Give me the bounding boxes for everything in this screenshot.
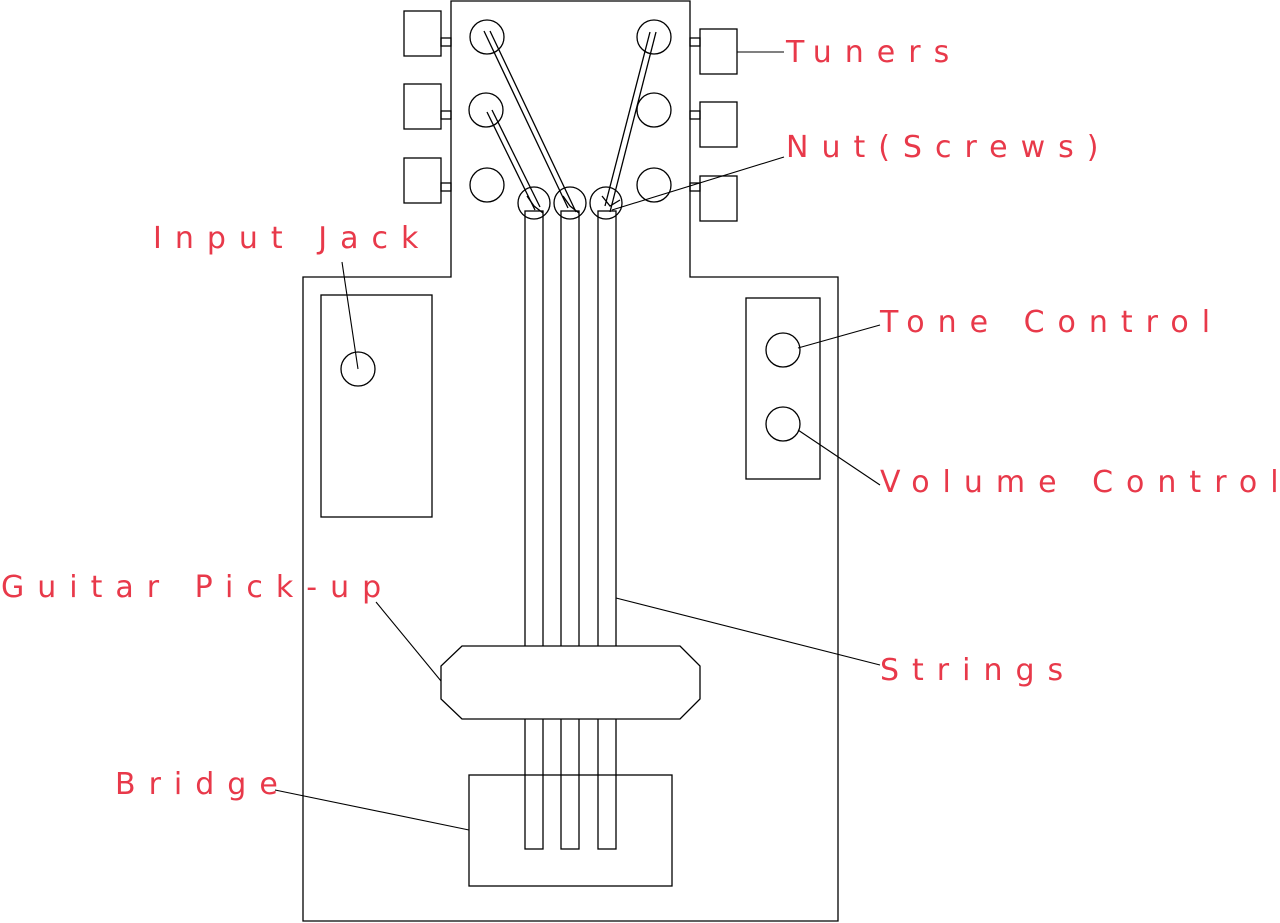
tuner-stem: [689, 110, 701, 120]
nut-screw-notch: [601, 195, 621, 207]
tuner-peg: [636, 167, 672, 203]
leader-tone: [797, 324, 881, 349]
label-volume-control: Volume Control: [880, 465, 1280, 500]
string: [524, 210, 544, 850]
string-to-peg: [491, 109, 541, 208]
tuner-key: [403, 10, 442, 57]
tuner-stem: [440, 182, 452, 192]
leader-pickup: [375, 601, 442, 682]
strings: [524, 210, 617, 850]
string-to-peg: [483, 30, 569, 209]
label-nut: Nut(Screws): [786, 130, 1111, 165]
tuner-key: [699, 101, 738, 148]
tuner-peg: [636, 19, 672, 55]
nut-screw: [589, 186, 623, 220]
label-strings: Strings: [880, 653, 1076, 688]
tuner-peg: [468, 92, 504, 128]
leader-strings: [615, 597, 881, 666]
string-to-peg: [489, 30, 577, 213]
label-tuners: Tuners: [785, 35, 962, 70]
label-input-jack: Input Jack: [153, 221, 431, 256]
tuner-pegs: [468, 19, 672, 203]
leader-input-jack: [341, 261, 359, 370]
label-pickup: Guitar Pick-up: [1, 570, 394, 605]
tuner-peg: [469, 167, 505, 203]
nut-screw: [517, 186, 551, 220]
tuner-stem: [440, 110, 452, 120]
leader-lines: [274, 51, 881, 831]
string: [597, 210, 617, 850]
left-tuners: [403, 10, 452, 204]
string-windings: [483, 30, 657, 213]
guitar-outline: [302, 0, 839, 922]
tone-knob: [765, 332, 801, 368]
tuner-key: [403, 83, 442, 130]
volume-knob: [765, 406, 801, 442]
string-to-peg: [609, 31, 657, 213]
leader-nut: [611, 156, 785, 211]
labels: Tuners Nut(Screws) Input Jack Tone Contr…: [1, 35, 1280, 802]
tuner-peg: [636, 92, 672, 128]
string-to-peg: [604, 31, 651, 207]
tuner-stem: [440, 37, 452, 47]
leader-bridge: [274, 789, 470, 831]
right-tuners: [689, 28, 738, 222]
bridge: [468, 774, 673, 887]
control-plate: [745, 297, 821, 480]
pickup: [440, 645, 701, 720]
tuner-peg: [469, 19, 505, 55]
label-tone-control: Tone Control: [879, 305, 1223, 340]
label-bridge: Bridge: [115, 767, 291, 802]
string: [560, 210, 580, 850]
nut-screw: [553, 186, 587, 220]
input-jack-plate: [320, 294, 433, 518]
tuner-key: [699, 175, 738, 222]
tuner-stem: [689, 37, 701, 47]
leader-volume: [797, 429, 881, 486]
tuner-key: [403, 157, 442, 204]
string-to-peg: [486, 111, 536, 211]
tuner-key: [699, 28, 738, 75]
input-jack: [340, 351, 376, 387]
